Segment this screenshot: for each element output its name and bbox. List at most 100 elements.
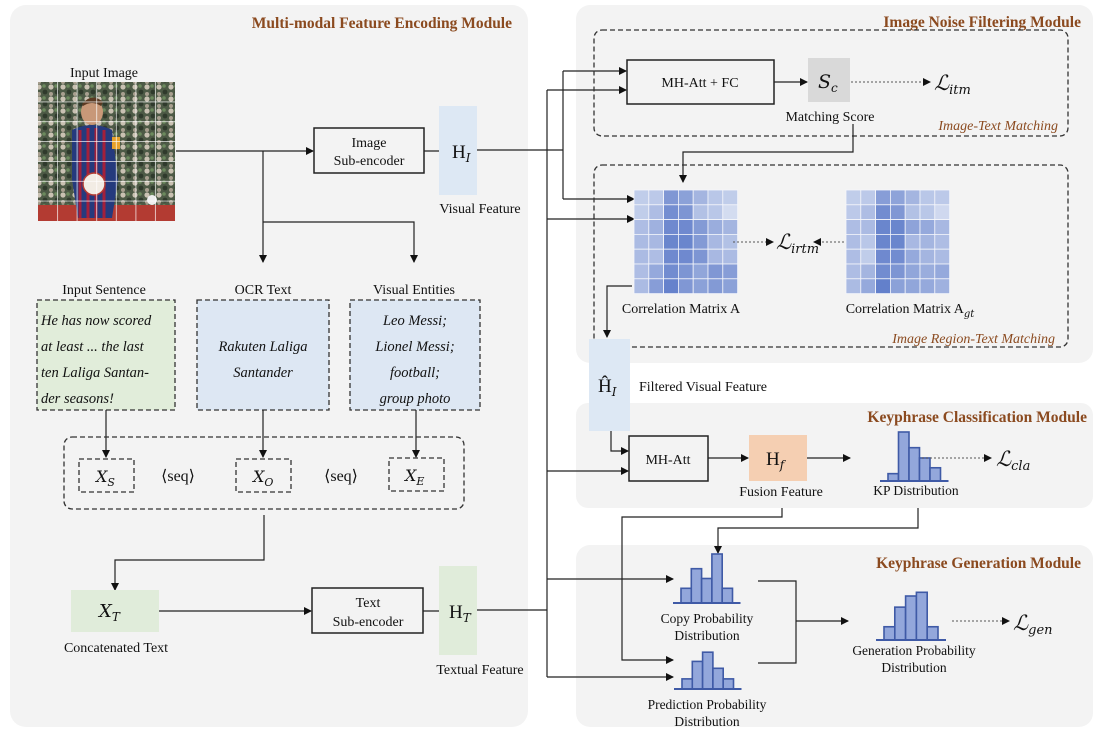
visual-entities-label: Visual Entities bbox=[373, 283, 455, 298]
classification-module-title: Keyphrase Classification Module bbox=[867, 409, 1087, 426]
matrix-cell bbox=[845, 233, 862, 250]
histogram-bar bbox=[680, 587, 693, 604]
matrix-cell bbox=[692, 204, 709, 221]
svg-text:Sub-encoder: Sub-encoder bbox=[334, 154, 405, 169]
matrix-cell bbox=[707, 204, 724, 221]
itm-loss: ℒitm bbox=[934, 71, 971, 98]
copy-distribution-label-2: Distribution bbox=[674, 628, 740, 643]
arrow-matrix-to-filtered bbox=[603, 285, 632, 338]
mhatt-fc-block[interactable]: MH-Att + FC bbox=[626, 59, 775, 105]
matrix-cell bbox=[663, 219, 679, 235]
histogram-bar bbox=[712, 667, 725, 690]
irtm-subbox bbox=[593, 164, 1069, 348]
matrix-cell bbox=[860, 278, 876, 294]
matrix-cell bbox=[648, 219, 664, 235]
sequence-container bbox=[63, 436, 465, 510]
svg-text:MH-Att: MH-Att bbox=[645, 453, 690, 468]
generation-probability-histogram bbox=[876, 591, 946, 641]
svg-text:ten Laliga Santan-: ten Laliga Santan- bbox=[41, 365, 149, 381]
matrix-cell bbox=[904, 278, 921, 294]
histogram-bar bbox=[926, 625, 939, 641]
fusion-feature-block bbox=[749, 435, 807, 481]
matrix-cell bbox=[875, 204, 891, 221]
matrix-cell bbox=[934, 219, 950, 235]
matrix-cell bbox=[875, 263, 891, 280]
correlation-matrix-a bbox=[633, 189, 738, 294]
histogram-bar bbox=[915, 591, 929, 641]
matrix-cell bbox=[919, 219, 936, 235]
matrix-cell bbox=[919, 263, 936, 280]
histogram-bar bbox=[929, 466, 942, 482]
input-image-label: Input Image bbox=[70, 66, 138, 81]
matrix-cell bbox=[919, 278, 936, 294]
matrix-a-label: Correlation Matrix A bbox=[622, 302, 741, 317]
matrix-cell bbox=[648, 278, 664, 294]
matrix-cell bbox=[648, 204, 664, 221]
matrix-cell bbox=[890, 263, 906, 280]
histogram-bar bbox=[711, 553, 724, 604]
merge-bracket bbox=[758, 580, 797, 664]
concatenated-text-label: Concatenated Text bbox=[64, 641, 168, 656]
matrix-cell bbox=[875, 189, 891, 206]
svg-text:He has now scored: He has now scored bbox=[40, 313, 152, 329]
histogram-bar bbox=[918, 457, 931, 482]
matrix-cell bbox=[845, 263, 862, 280]
matrix-cell bbox=[707, 263, 724, 280]
arrow-score-to-matrix bbox=[679, 124, 854, 183]
svg-text:Rakuten Laliga: Rakuten Laliga bbox=[217, 339, 307, 355]
matching-score-label: Matching Score bbox=[785, 110, 874, 125]
filtered-visual-feature-block bbox=[589, 339, 630, 431]
svg-text:der seasons!: der seasons! bbox=[41, 391, 114, 407]
matrix-cell bbox=[633, 204, 650, 221]
mhatt-block[interactable]: MH-Att bbox=[628, 435, 709, 482]
matrix-cell bbox=[860, 233, 876, 250]
svg-text:at least ... the last: at least ... the last bbox=[41, 339, 145, 355]
visual-feature-symbol: HI bbox=[452, 142, 471, 165]
cla-loss: ℒcla bbox=[996, 447, 1030, 474]
token-xo bbox=[235, 458, 292, 493]
histogram-bar bbox=[691, 660, 704, 690]
matrix-cell bbox=[845, 204, 862, 221]
matrix-cell bbox=[663, 248, 679, 265]
text-sub-encoder[interactable]: Text Sub-encoder bbox=[311, 587, 424, 634]
matrix-cell bbox=[722, 204, 738, 221]
matrix-cell bbox=[707, 219, 724, 235]
generation-distribution-label-1: Generation Probability bbox=[852, 643, 976, 658]
matrix-cell bbox=[919, 189, 936, 206]
matrix-cell bbox=[845, 248, 862, 265]
matrix-cell bbox=[678, 233, 694, 250]
visual-feature-label: Visual Feature bbox=[439, 202, 520, 217]
kp-distribution-histogram bbox=[880, 431, 949, 482]
matrix-cell bbox=[890, 204, 906, 221]
filtered-visual-feature-label: Filtered Visual Feature bbox=[639, 380, 767, 395]
histogram-bar bbox=[690, 567, 703, 604]
image-sub-encoder[interactable]: Image Sub-encoder bbox=[313, 127, 425, 174]
matrix-cell bbox=[845, 189, 862, 206]
histogram-bar bbox=[701, 651, 714, 690]
matrix-cell bbox=[904, 248, 921, 265]
matrix-cell bbox=[692, 278, 709, 294]
matrix-cell bbox=[845, 278, 862, 294]
histogram-bar bbox=[904, 595, 918, 641]
arrow-image-to-entities bbox=[263, 221, 418, 263]
histogram-bar bbox=[893, 606, 907, 641]
gen-loss: ℒgen bbox=[1013, 611, 1053, 638]
fusion-feature-label: Fusion Feature bbox=[739, 485, 823, 500]
svg-text:football;: football; bbox=[390, 365, 440, 381]
histogram-bar bbox=[883, 625, 896, 641]
matrix-cell bbox=[919, 204, 936, 221]
matrix-cell bbox=[875, 248, 891, 265]
svg-text:MH-Att + FC: MH-Att + FC bbox=[661, 76, 738, 91]
svg-text:Sub-encoder: Sub-encoder bbox=[333, 615, 404, 630]
matrix-cell bbox=[875, 233, 891, 250]
histogram-bar bbox=[700, 577, 713, 604]
concatenated-text-block bbox=[71, 590, 159, 632]
svg-text:Text: Text bbox=[356, 596, 381, 611]
matrix-cell bbox=[722, 263, 738, 280]
token-xs bbox=[78, 458, 135, 493]
visual-feature-block bbox=[439, 106, 477, 195]
matrix-cell bbox=[934, 263, 950, 280]
matrix-cell bbox=[890, 219, 906, 235]
matrix-cell bbox=[722, 189, 738, 206]
matrix-cell bbox=[648, 189, 664, 206]
